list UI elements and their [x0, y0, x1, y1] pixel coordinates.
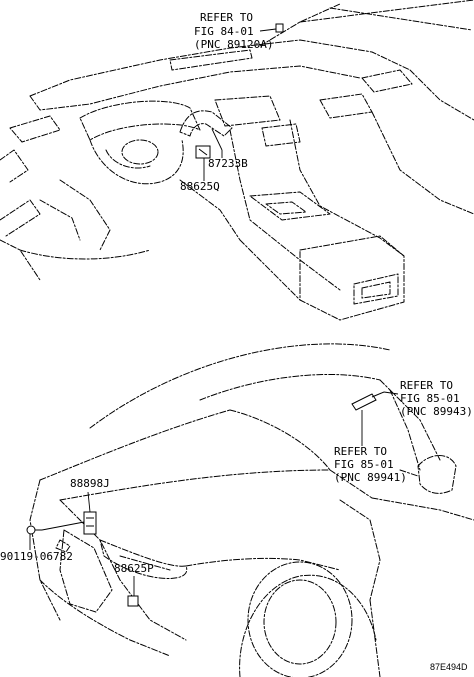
dashboard-illustration — [0, 0, 474, 321]
connector-89120a — [275, 23, 284, 33]
horn-88625p — [127, 595, 139, 607]
ref-fig85b-line3: (PNC 89941) — [334, 471, 407, 484]
part-90119-label: 90119-06782 — [0, 550, 73, 563]
ref-fig85b-line2: FIG 85-01 — [334, 458, 394, 471]
exterior-parts — [26, 391, 385, 607]
bolt-90119 — [26, 525, 36, 535]
part-88625p-label: 88625P — [114, 562, 154, 575]
ref-fig85a-line2: FIG 85-01 — [400, 392, 460, 405]
exterior-labels: REFER TO FIG 85-01 (PNC 89943) REFER TO … — [0, 379, 473, 672]
sensor-89943 — [351, 393, 377, 411]
part-87233b-label: 87233B — [208, 157, 248, 170]
diagram-code: 87E494D — [430, 662, 468, 672]
bracket-88898j — [83, 511, 97, 535]
part-88898j-label: 88898J — [70, 477, 110, 490]
ref-fig85a-line1: REFER TO — [400, 379, 453, 392]
ref-fig84-line2: FIG 84-01 — [194, 25, 254, 38]
ref-fig85b-line1: REFER TO — [334, 445, 387, 458]
car-front-illustration — [29, 343, 474, 677]
ref-fig85a-line3: (PNC 89943) — [400, 405, 473, 418]
ref-fig84-line3: (PNC 89120A) — [194, 38, 273, 51]
interior-labels: REFER TO FIG 84-01 (PNC 89120A) 87233B 8… — [180, 11, 277, 193]
part-88625q-label: 88625Q — [180, 180, 220, 193]
interior-parts — [195, 23, 284, 159]
ref-fig84-line1: REFER TO — [200, 11, 253, 24]
